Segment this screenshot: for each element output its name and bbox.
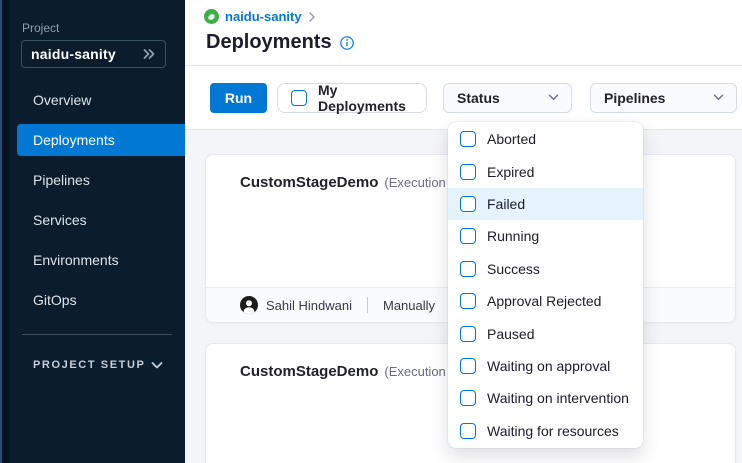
info-icon[interactable] xyxy=(340,36,354,50)
sidebar-item-label: Pipelines xyxy=(33,172,90,188)
status-option-approval-rejected[interactable]: Approval Rejected xyxy=(448,285,643,317)
option-checkbox[interactable] xyxy=(460,390,476,406)
page-header: naidu-sanity Deployments xyxy=(185,0,742,66)
toolbar: Run My Deployments Status Pipelines xyxy=(185,66,742,130)
chevron-down-icon xyxy=(548,94,559,101)
option-label: Paused xyxy=(487,326,534,342)
status-option-success[interactable]: Success xyxy=(448,253,643,285)
option-label: Failed xyxy=(487,196,525,212)
module-rail xyxy=(0,0,10,463)
sidebar-item-label: Services xyxy=(33,212,87,228)
option-checkbox[interactable] xyxy=(460,261,476,277)
project-sidebar: Project naidu-sanity Overview Deployment… xyxy=(10,0,185,463)
pipelines-select[interactable]: Pipelines xyxy=(590,83,737,113)
trigger-type: Manually xyxy=(383,298,435,313)
sidebar-item-label: Deployments xyxy=(33,132,115,148)
triggered-by: Sahil Hindwani xyxy=(266,298,352,313)
option-label: Waiting for resources xyxy=(487,423,619,439)
pipelines-select-label: Pipelines xyxy=(604,90,665,106)
status-option-failed[interactable]: Failed xyxy=(448,188,643,220)
sidebar-section-project-setup[interactable]: PROJECT SETUP xyxy=(33,349,163,381)
sidebar-item-label: Overview xyxy=(33,92,91,108)
status-select[interactable]: Status xyxy=(443,83,572,113)
breadcrumb: naidu-sanity xyxy=(204,9,316,24)
project-selector[interactable]: naidu-sanity xyxy=(21,40,166,68)
option-label: Expired xyxy=(487,164,534,180)
section-label: PROJECT SETUP xyxy=(33,359,146,371)
sidebar-item-gitops[interactable]: GitOps xyxy=(17,284,185,316)
status-option-expired[interactable]: Expired xyxy=(448,155,643,187)
sidebar-item-pipelines[interactable]: Pipelines xyxy=(17,164,185,196)
footer-separator xyxy=(367,297,368,313)
status-option-waiting-on-approval[interactable]: Waiting on approval xyxy=(448,350,643,382)
option-checkbox[interactable] xyxy=(460,164,476,180)
status-option-paused[interactable]: Paused xyxy=(448,317,643,349)
option-label: Success xyxy=(487,261,540,277)
option-checkbox[interactable] xyxy=(460,358,476,374)
double-chevron-right-icon xyxy=(142,48,156,60)
project-name: naidu-sanity xyxy=(31,46,116,62)
sidebar-item-label: Environments xyxy=(33,252,119,268)
pipeline-name[interactable]: CustomStageDemo xyxy=(240,363,378,380)
status-option-running[interactable]: Running xyxy=(448,220,643,252)
option-checkbox[interactable] xyxy=(460,326,476,342)
status-option-waiting-on-intervention[interactable]: Waiting on intervention xyxy=(448,382,643,414)
page-title: Deployments xyxy=(206,31,332,54)
option-label: Waiting on approval xyxy=(487,358,610,374)
status-select-label: Status xyxy=(457,90,500,106)
status-option-aborted[interactable]: Aborted xyxy=(448,123,643,155)
option-label: Waiting on intervention xyxy=(487,390,629,406)
option-label: Aborted xyxy=(487,131,536,147)
status-option-waiting-for-resources[interactable]: Waiting for resources xyxy=(448,415,643,447)
user-avatar-icon xyxy=(240,296,258,314)
option-checkbox[interactable] xyxy=(460,196,476,212)
breadcrumb-project-link[interactable]: naidu-sanity xyxy=(225,9,302,24)
option-checkbox[interactable] xyxy=(460,228,476,244)
option-label: Running xyxy=(487,228,539,244)
sidebar-nav: Overview Deployments Pipelines Services … xyxy=(10,84,185,316)
option-checkbox[interactable] xyxy=(460,293,476,309)
cd-module-icon xyxy=(204,9,219,24)
run-button[interactable]: Run xyxy=(210,83,267,113)
sidebar-divider xyxy=(22,334,172,335)
option-label: Approval Rejected xyxy=(487,293,601,309)
my-deployments-label: My Deployments xyxy=(318,82,426,114)
option-checkbox[interactable] xyxy=(460,423,476,439)
my-deployments-checkbox[interactable] xyxy=(291,90,307,106)
sidebar-item-overview[interactable]: Overview xyxy=(17,84,185,116)
project-label: Project xyxy=(22,21,185,35)
my-deployments-filter[interactable]: My Deployments xyxy=(277,83,427,113)
chevron-right-icon xyxy=(308,12,316,22)
sidebar-item-label: GitOps xyxy=(33,292,77,308)
sidebar-item-environments[interactable]: Environments xyxy=(17,244,185,276)
title-row: Deployments xyxy=(206,31,354,54)
status-dropdown-menu: Aborted Expired Failed Running Success A… xyxy=(448,122,643,448)
chevron-down-icon xyxy=(713,94,724,101)
sidebar-item-deployments[interactable]: Deployments xyxy=(17,124,185,156)
sidebar-item-services[interactable]: Services xyxy=(17,204,185,236)
pipeline-name[interactable]: CustomStageDemo xyxy=(240,174,378,191)
option-checkbox[interactable] xyxy=(460,131,476,147)
chevron-down-icon xyxy=(151,362,163,369)
